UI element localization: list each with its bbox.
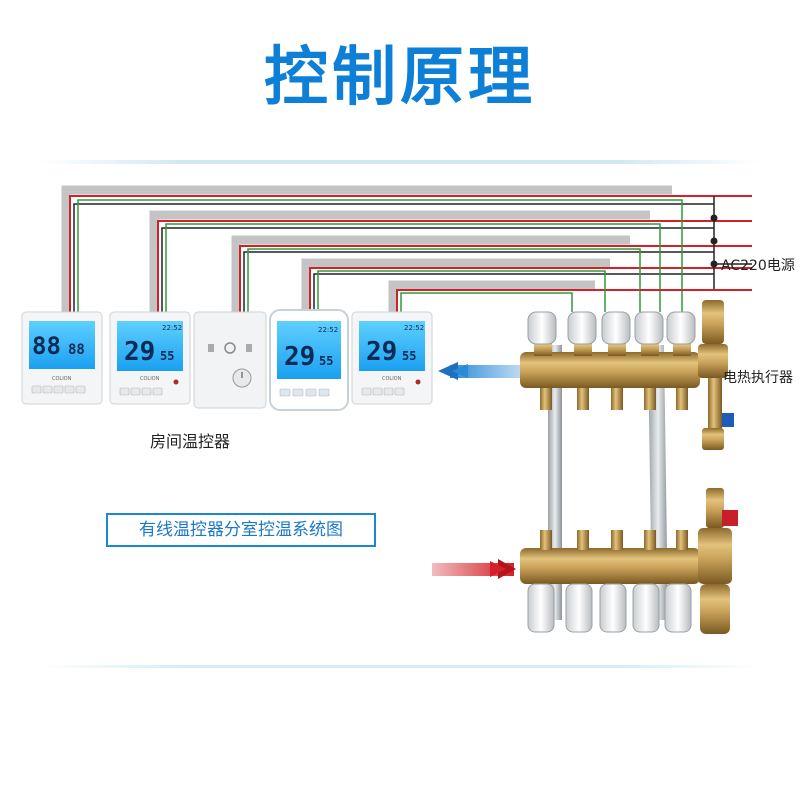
bottom-valves — [527, 583, 692, 633]
thermostat-2: 22:52 29 55 COLION — [109, 311, 191, 405]
cable-sheath-3 — [231, 235, 630, 312]
thermostat-label: 房间温控器 — [150, 432, 231, 451]
wire-blk-3 — [243, 251, 714, 312]
svg-text:COLION: COLION — [52, 376, 72, 382]
cable-sheath-2 — [149, 210, 650, 312]
cable-sheath-1 — [61, 185, 672, 312]
wire-green-1 — [77, 199, 683, 312]
svg-text:22:52: 22:52 — [318, 326, 338, 334]
wiring — [61, 185, 752, 312]
svg-text:29: 29 — [284, 342, 315, 372]
page-title: 控制原理 — [264, 41, 536, 115]
svg-text:88: 88 — [68, 342, 85, 358]
svg-text:29: 29 — [366, 337, 397, 367]
wire-blk-4 — [313, 273, 714, 312]
svg-text:55: 55 — [319, 354, 333, 368]
title-divider — [40, 160, 760, 164]
svg-text:22:52: 22:52 — [162, 324, 182, 332]
wire-green-2 — [165, 223, 661, 312]
thermostat-3 — [193, 311, 267, 409]
cable-sheath-4 — [301, 258, 610, 312]
thermostat-4: 22:52 29 55 — [269, 309, 349, 411]
wire-green-3 — [247, 248, 641, 312]
svg-text:88: 88 — [32, 332, 61, 360]
svg-text:29: 29 — [124, 337, 155, 367]
cable-sheath-5 — [388, 280, 595, 312]
thermostat-1: 88 88 COLION — [21, 311, 103, 405]
junction-dot — [710, 214, 718, 222]
diagram-caption: 有线温控器分室控温系统图 — [106, 513, 376, 547]
svg-text:COLION: COLION — [140, 376, 160, 382]
junction-dot — [710, 237, 718, 245]
footer-divider — [40, 665, 760, 668]
wire-blk-2 — [161, 227, 714, 312]
wire-green-5 — [400, 292, 573, 312]
manifold — [520, 300, 738, 634]
wire-red-1 — [69, 195, 752, 312]
wire-red-3 — [239, 245, 752, 312]
junction-dot — [710, 260, 718, 268]
wire-blk-1 — [73, 203, 714, 312]
svg-text:55: 55 — [402, 349, 416, 363]
power-label: AC220电源 — [721, 258, 795, 274]
wire-red-4 — [309, 267, 752, 312]
return-flow-arrow — [438, 362, 532, 380]
actuator-label: 电热执行器 — [723, 370, 793, 386]
wire-green-4 — [317, 270, 606, 312]
supply-flow-arrow — [432, 559, 516, 579]
wire-red-2 — [157, 220, 752, 312]
svg-text:COLION: COLION — [382, 376, 402, 382]
svg-text:55: 55 — [160, 349, 174, 363]
svg-text:22:52: 22:52 — [404, 324, 424, 332]
thermostat-5: 22:52 29 55 COLION — [351, 311, 433, 405]
wire-red-5 — [396, 289, 752, 312]
top-actuators — [527, 311, 696, 356]
